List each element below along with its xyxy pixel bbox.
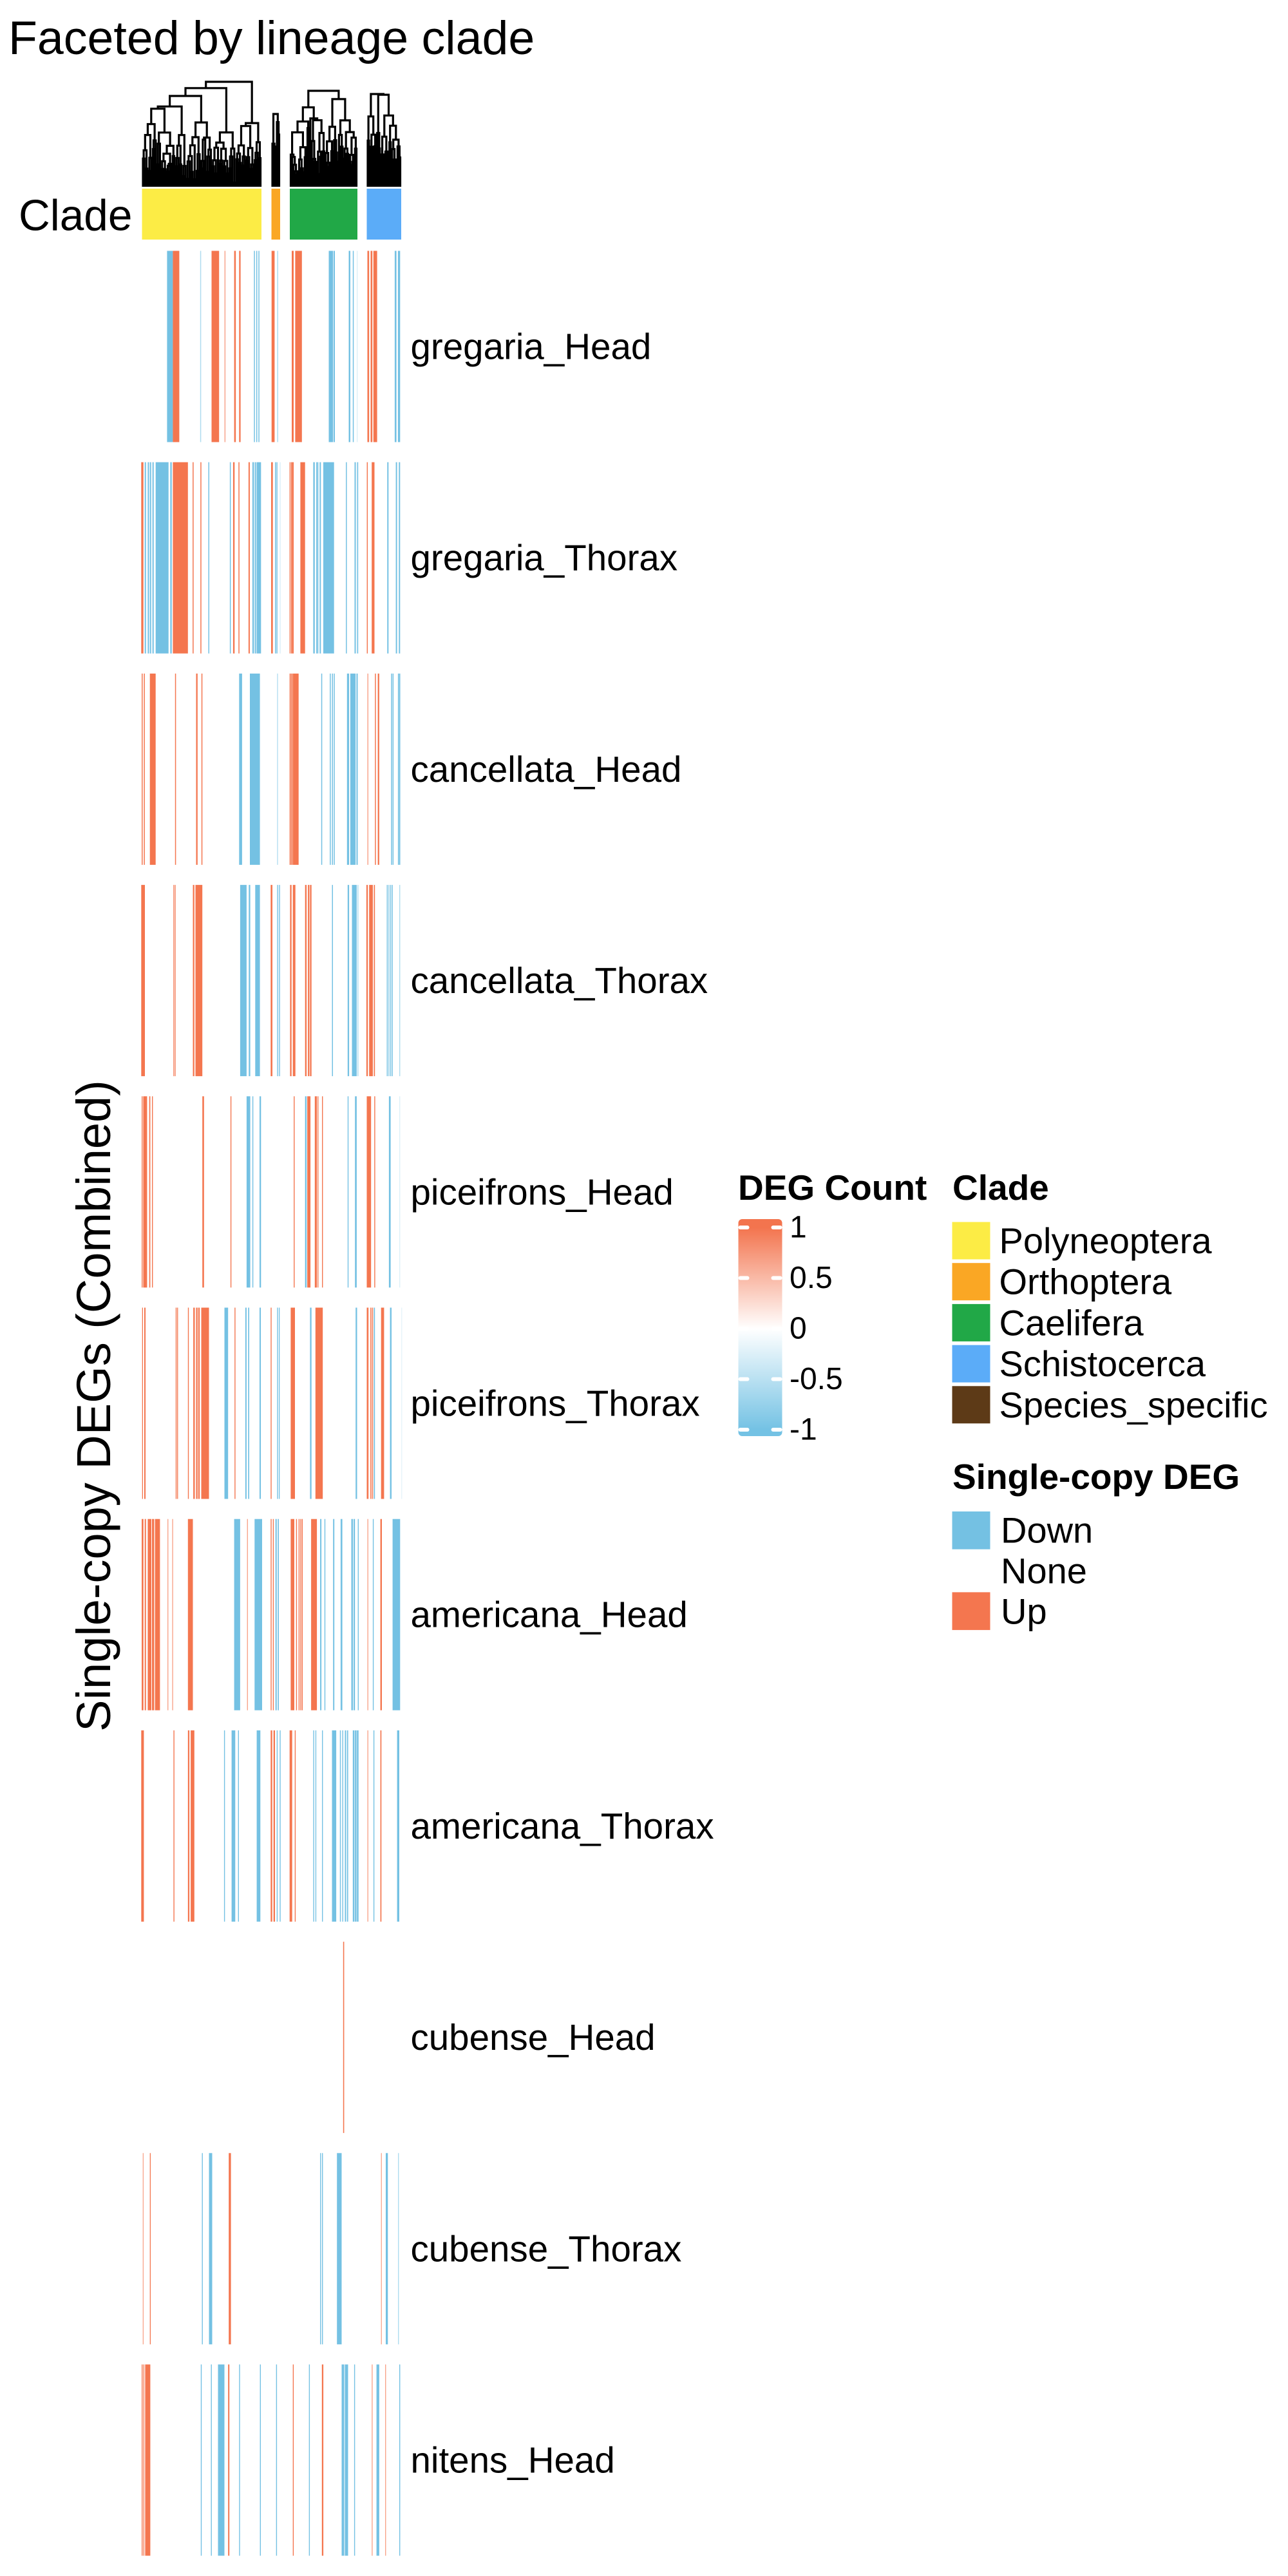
svg-text:cubense_Thorax: cubense_Thorax <box>411 2228 682 2269</box>
svg-text:DEG Count: DEG Count <box>738 1168 927 1208</box>
svg-text:Clade: Clade <box>19 192 132 240</box>
svg-text:Faceted by lineage clade: Faceted by lineage clade <box>8 11 535 64</box>
svg-text:Clade: Clade <box>952 1168 1049 1208</box>
svg-text:gregaria_Head: gregaria_Head <box>411 327 652 367</box>
svg-text:americana_Head: americana_Head <box>411 1595 688 1635</box>
svg-text:piceifrons_Thorax: piceifrons_Thorax <box>411 1383 700 1424</box>
svg-text:Single-copy DEG: Single-copy DEG <box>952 1457 1240 1497</box>
svg-text:Orthoptera: Orthoptera <box>999 1262 1173 1302</box>
svg-text:Single-copy DEGs (Combined): Single-copy DEGs (Combined) <box>67 1080 120 1732</box>
svg-text:0.5: 0.5 <box>790 1261 833 1295</box>
svg-text:0: 0 <box>790 1312 807 1346</box>
svg-text:None: None <box>1001 1551 1087 1591</box>
svg-text:Species_specific: Species_specific <box>999 1385 1268 1425</box>
svg-text:Up: Up <box>1001 1591 1047 1632</box>
svg-text:1: 1 <box>790 1211 807 1245</box>
svg-text:piceifrons_Head: piceifrons_Head <box>411 1171 674 1212</box>
svg-text:-1: -1 <box>790 1413 817 1447</box>
svg-text:Schistocerca: Schistocerca <box>999 1343 1206 1384</box>
svg-text:americana_Thorax: americana_Thorax <box>411 1806 714 1846</box>
svg-text:-0.5: -0.5 <box>790 1362 843 1396</box>
svg-text:nitens_Head: nitens_Head <box>411 2440 615 2481</box>
svg-text:Down: Down <box>1001 1510 1093 1551</box>
svg-text:cancellata_Thorax: cancellata_Thorax <box>411 960 708 1001</box>
svg-text:gregaria_Thorax: gregaria_Thorax <box>411 538 678 578</box>
svg-text:cancellata_Head: cancellata_Head <box>411 749 682 790</box>
svg-text:cubense_Head: cubense_Head <box>411 2017 656 2058</box>
svg-text:Caelifera: Caelifera <box>999 1302 1144 1343</box>
svg-text:Polyneoptera: Polyneoptera <box>999 1220 1213 1261</box>
